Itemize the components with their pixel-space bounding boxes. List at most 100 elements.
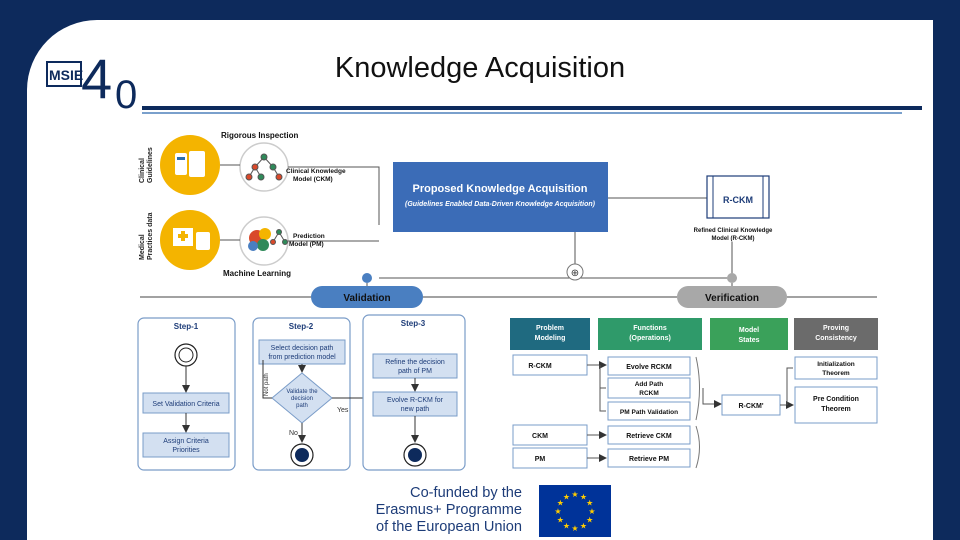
yes-label: Yes xyxy=(337,407,349,414)
retrieve-pm-text: Retrieve PM xyxy=(629,456,669,463)
rckm-prime-text: R-CKM' xyxy=(739,403,764,410)
eu-star-icon: ★ xyxy=(557,516,564,525)
header-proving-consistency xyxy=(794,318,878,350)
pre-condition-box xyxy=(794,386,878,424)
eu-flag-icon: ★★★★★★★★★★★★ xyxy=(539,485,611,537)
rckm-box xyxy=(706,175,770,219)
step2-box1-text: Select decision path xyxy=(271,345,334,352)
decision-tree-icon xyxy=(245,153,283,181)
step3-label: Step-3 xyxy=(401,319,426,328)
verification-pin xyxy=(727,273,737,283)
step3-box1-text: path of PM xyxy=(398,368,432,375)
validation-pin xyxy=(362,273,372,283)
eu-star-icon: ★ xyxy=(563,492,570,501)
hospital-icon xyxy=(173,228,210,250)
title-rule-light xyxy=(142,112,902,114)
rigorous-inspection-label: Rigorous Inspection xyxy=(221,131,298,140)
eu-star-icon: ★ xyxy=(557,499,564,508)
header-functions xyxy=(598,318,702,350)
source-label-line: Guidelines xyxy=(147,147,154,183)
eu-star-icon: ★ xyxy=(586,516,593,525)
pm-tree-icon xyxy=(270,229,288,245)
funding-line: Co-funded by the xyxy=(410,485,522,501)
pm-row-box xyxy=(512,447,588,469)
step3-box1-text: Refine the decision xyxy=(385,359,445,366)
machine-learning-label: Machine Learning xyxy=(223,269,291,278)
funding-line: of the European Union xyxy=(375,519,522,535)
verification-bar xyxy=(677,286,787,308)
source-label-line: Medical xyxy=(139,234,146,260)
step2-box1-text: from prediction model xyxy=(268,354,336,361)
rckm-row-text: R-CKM xyxy=(528,363,551,370)
proposed-ka-subtitle: (Guidelines Enabled Data-Driven Knowledg… xyxy=(405,201,596,208)
pre-condition-text: Theorem xyxy=(821,406,851,413)
junction-circle xyxy=(566,263,584,281)
logo-mark: MSIE 4 0 xyxy=(46,47,137,117)
end-node-inner xyxy=(295,448,309,462)
document-icon xyxy=(175,151,205,177)
connector-line xyxy=(786,367,793,405)
no-label: No xyxy=(289,430,298,437)
rckm-caption-line: Refined Clinical Knowledge xyxy=(694,228,773,234)
knowledge-acquisition-diagram: Clinical Guidelines Medical Practices da… xyxy=(137,131,878,471)
not-path-arrow xyxy=(262,360,272,399)
funding-banner: Co-funded by the Erasmus+ Programme of t… xyxy=(362,483,622,540)
junction-symbol: ⊕ xyxy=(571,268,579,279)
step3-box2-text: new path xyxy=(401,406,430,413)
ml-brain-icon xyxy=(248,228,271,251)
init-theorem-text: Initialization xyxy=(817,361,855,368)
ckm-label-line: Model (CKM) xyxy=(293,176,333,183)
slide: MSIE 4 0 Knowledge Acquisition Clinical … xyxy=(27,20,933,540)
source-label-line: Clinical xyxy=(139,158,146,183)
rckm-label: R-CKM xyxy=(723,195,753,205)
inspection-circle xyxy=(239,142,289,192)
page-title: Knowledge Acquisition xyxy=(334,52,626,84)
step1-box2 xyxy=(142,432,230,458)
logo-number: 4 xyxy=(81,47,112,110)
end-node-inner xyxy=(408,448,422,462)
add-path-text: Add Path xyxy=(635,381,664,388)
header-text: Consistency xyxy=(815,335,857,342)
step1-label: Step-1 xyxy=(174,322,199,331)
eu-star-icon: ★ xyxy=(586,499,593,508)
proposed-ka-title: Proposed Knowledge Acquisition xyxy=(413,183,588,195)
diamond-text: Validate the xyxy=(286,389,318,395)
not-path-label: Not path xyxy=(264,373,270,396)
eu-star-icon: ★ xyxy=(563,522,570,531)
header-text: States xyxy=(738,337,759,344)
add-path-box xyxy=(607,377,691,399)
header-text: Modeling xyxy=(535,335,566,342)
pm-path-validation-text: PM Path Validation xyxy=(620,409,678,416)
ckm-row-box xyxy=(512,424,588,446)
funding-text: Co-funded by the Erasmus+ Programme of t… xyxy=(372,485,522,536)
rckm-caption-line: Model (R-CKM) xyxy=(712,236,755,242)
validation-bar xyxy=(311,286,423,308)
init-theorem-text: Theorem xyxy=(822,370,850,377)
header-text: Model xyxy=(739,327,759,334)
funding-line: Erasmus+ Programme xyxy=(375,502,522,518)
ckm-row-text: CKM xyxy=(532,433,548,440)
pm-path-validation-box xyxy=(607,401,691,421)
source-label-line: Practices data xyxy=(147,212,154,260)
validation-label: Validation xyxy=(343,293,390,304)
eu-star-icon: ★ xyxy=(571,490,578,499)
eu-star-icon: ★ xyxy=(588,507,595,516)
step1-box2-text: Assign Criteria xyxy=(163,438,209,445)
ckm-label-line: Clinical Knowledge xyxy=(286,168,346,175)
start-node-inner xyxy=(178,347,194,363)
diamond-text: decision xyxy=(291,396,313,402)
connector-line xyxy=(702,388,722,408)
logo-text: MSIE xyxy=(49,67,83,83)
pm-row-text: PM xyxy=(535,456,546,463)
header-text: Problem xyxy=(536,325,564,332)
header-model-states xyxy=(710,318,788,350)
proposed-ka-box xyxy=(393,162,608,232)
verification-label: Verification xyxy=(705,293,759,304)
step2-label: Step-2 xyxy=(289,322,314,331)
diamond-text: path xyxy=(296,403,308,409)
eu-star-icon: ★ xyxy=(580,492,587,501)
step3-box1 xyxy=(372,353,458,379)
msie-logo: MSIE 4 0 xyxy=(45,42,145,117)
step1-box2-text: Priorities xyxy=(172,447,200,454)
connector-line xyxy=(599,365,606,412)
